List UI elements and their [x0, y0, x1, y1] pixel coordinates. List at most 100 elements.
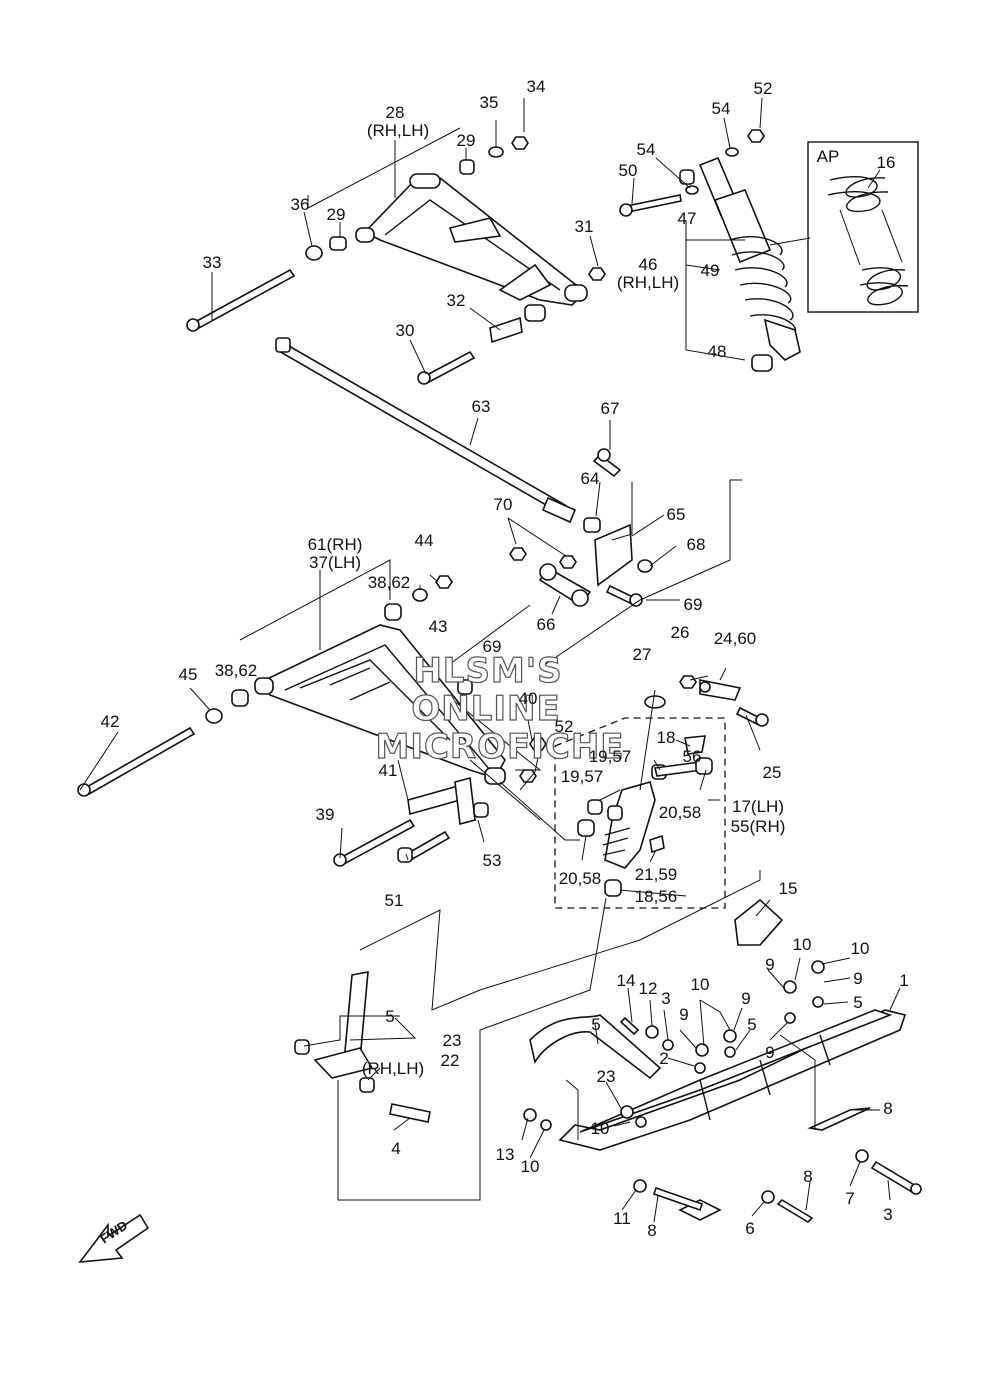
callout-label: 9: [853, 969, 862, 988]
callout-label: 29: [457, 131, 476, 150]
callout-label: 23: [597, 1067, 616, 1086]
callout-label: 61(RH): [308, 535, 363, 554]
callout-label: 43: [429, 617, 448, 636]
callout-label: 69: [483, 637, 502, 656]
callout-label: 14: [617, 971, 636, 990]
callout-label: 24,60: [714, 629, 757, 648]
bracket-group: [509, 448, 653, 607]
callout-label: 8: [883, 1099, 892, 1118]
callout-label: 70: [494, 495, 513, 514]
callout-label: 5: [385, 1007, 394, 1026]
callout-label: 67: [601, 399, 620, 418]
callout-label: 30: [396, 321, 415, 340]
callout-label: 36: [291, 195, 310, 214]
callout-label: 38,62: [215, 661, 258, 680]
callout-label: 5: [747, 1015, 756, 1034]
watermark-line-2: ONLINE: [411, 689, 560, 729]
callout-label: 6: [745, 1219, 754, 1238]
fwd-arrow-icon: FWD: [78, 1213, 150, 1263]
callout-label: 20,58: [659, 803, 702, 822]
upper-a-arm: [355, 173, 588, 306]
leader-lines: [79, 97, 901, 1223]
callout-label: 19,57: [589, 747, 632, 766]
callout-label: 35: [480, 93, 499, 112]
callout-label: 64: [581, 469, 600, 488]
callout-label: 13: [496, 1145, 515, 1164]
callout-label: 23: [443, 1031, 462, 1050]
callout-label: 9: [765, 955, 774, 974]
callout-label: 11: [613, 1209, 631, 1228]
callout-label: 22: [441, 1051, 460, 1070]
callout-label: 48: [708, 342, 727, 361]
spindle-assembly: [554, 675, 769, 909]
lower-a-arm: [77, 575, 547, 867]
callout-label: 49: [701, 261, 720, 280]
callout-label: 55(RH): [731, 817, 786, 836]
callout-label: 44: [415, 531, 434, 550]
callout-label: 46: [639, 255, 658, 274]
callout-label: 33: [203, 253, 222, 272]
callout-label: (RH,LH): [367, 121, 429, 140]
callout-label: 41: [379, 761, 398, 780]
callout-label: 37(LH): [309, 553, 361, 572]
ap-spring-box: [807, 141, 919, 313]
callout-label: 40: [519, 689, 538, 708]
callout-label: 3: [883, 1205, 892, 1224]
callout-label: 47: [678, 209, 697, 228]
callout-label: 17(LH): [732, 797, 784, 816]
callout-label: 5: [591, 1015, 600, 1034]
callout-label: 38,62: [368, 573, 411, 592]
callout-label: 56: [683, 747, 702, 766]
callout-label: 26: [671, 623, 690, 642]
callout-label: 65: [667, 505, 686, 524]
callout-label: 25: [763, 763, 782, 782]
ski-assembly: [523, 898, 922, 1224]
callout-labels: 28 (RH,LH) 29 29 35 34 36 33 31 32 30 50…: [101, 77, 909, 1240]
callout-label: 54: [637, 140, 656, 159]
callout-label: 10: [691, 975, 710, 994]
callout-label: 63: [472, 397, 491, 416]
callout-label: 3: [661, 989, 670, 1008]
watermark-line-1: HLSM'S: [413, 651, 562, 691]
callout-label: 50: [619, 161, 638, 180]
callout-label: 7: [845, 1189, 854, 1208]
callout-label: 10: [851, 939, 870, 958]
callout-label: (RH,LH): [617, 273, 679, 292]
callout-label: 53: [483, 851, 502, 870]
callout-label: (RH,LH): [362, 1059, 424, 1078]
callout-label: 8: [803, 1167, 812, 1186]
watermark-line-3: MICROFICHE: [375, 727, 624, 767]
callout-label: 42: [101, 712, 120, 731]
callout-label: 5: [853, 993, 862, 1012]
callout-label: 9: [741, 989, 750, 1008]
callout-label: 66: [537, 615, 556, 634]
callout-label: 20,58: [559, 869, 602, 888]
callout-label: 18: [657, 728, 676, 747]
long-shaft: [275, 337, 577, 524]
shock-absorber: [619, 129, 801, 372]
ski-spindle: [294, 971, 431, 1123]
callout-label: 28: [386, 103, 405, 122]
callout-label: 68: [687, 535, 706, 554]
callout-label: 10: [521, 1157, 540, 1176]
callout-label: 21,59: [635, 865, 678, 884]
callout-label: 52: [555, 717, 574, 736]
callout-label: 51: [385, 891, 404, 910]
callout-label: 52: [754, 79, 773, 98]
callout-label: 2: [659, 1049, 668, 1068]
callout-label: 12: [639, 979, 658, 998]
callout-label: 8: [647, 1221, 656, 1240]
callout-label: 9: [765, 1043, 774, 1062]
callout-label: 69: [684, 595, 703, 614]
callout-label: 54: [712, 99, 731, 118]
callout-label: 27: [633, 645, 652, 664]
callout-label: 39: [316, 805, 335, 824]
callout-label: 9: [679, 1005, 688, 1024]
callout-label: AP: [817, 147, 840, 166]
callout-label: 1: [899, 971, 908, 990]
callout-label: 4: [391, 1139, 400, 1158]
callout-label: 34: [527, 77, 546, 96]
callout-label: 10: [591, 1119, 610, 1138]
callout-label: 15: [779, 879, 798, 898]
